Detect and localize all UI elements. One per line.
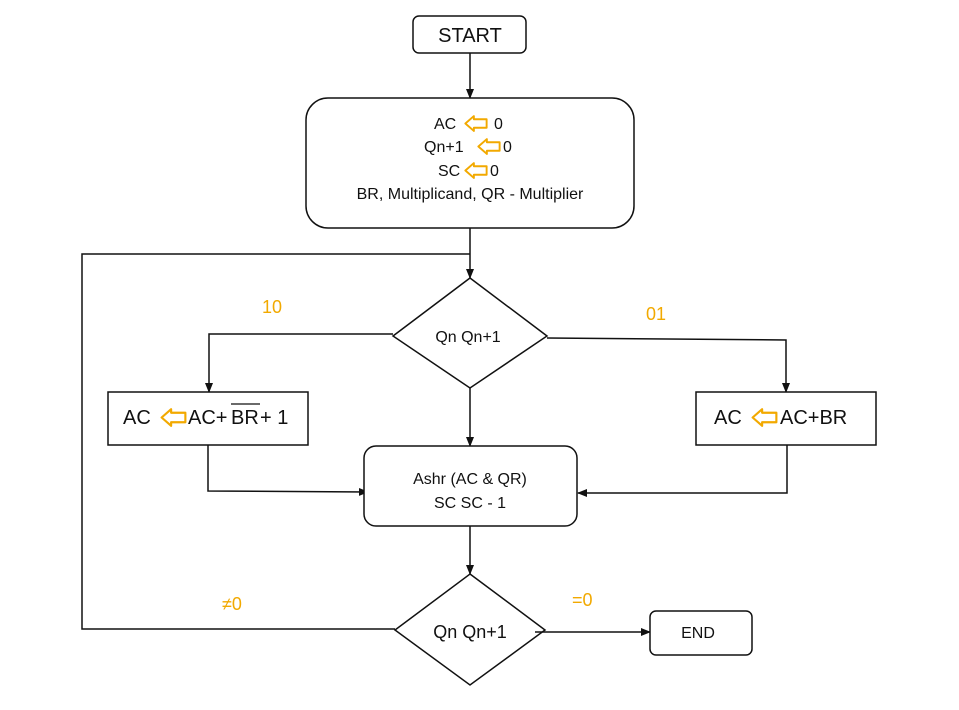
- edge-loop-back: [81, 253, 470, 630]
- end-label: END: [681, 625, 715, 642]
- shift-line1: Ashr (AC & QR): [413, 471, 527, 488]
- init-ac-value: 0: [494, 116, 503, 133]
- sub-rhs-b: + 1: [260, 407, 288, 429]
- init-node: AC 0 Qn+1 0 SC 0 BR, Multiplicand, QR - …: [305, 97, 635, 229]
- decision2-label: Qn Qn+1: [433, 622, 507, 642]
- branch-label-not-zero: ≠0: [222, 594, 242, 614]
- decision2-node: Qn Qn+1: [393, 573, 547, 686]
- decision1-node: Qn Qn+1: [391, 277, 549, 389]
- end-node: END: [649, 610, 753, 656]
- add-node: AC AC+BR: [695, 391, 877, 446]
- add-lhs: AC: [714, 407, 742, 429]
- init-qn1-value: 0: [503, 139, 512, 156]
- edge-decision1-sub: [205, 333, 393, 393]
- sub-lhs: AC: [123, 407, 151, 429]
- branch-label-eq-zero: =0: [572, 590, 593, 610]
- start-label: START: [438, 25, 502, 47]
- sub-rhs-a: AC+: [188, 407, 227, 429]
- branch-label-10: 10: [262, 297, 282, 317]
- edge-add-shift: [577, 445, 788, 497]
- decision1-label: Qn Qn+1: [435, 329, 500, 346]
- sub-node: AC AC+ BR + 1: [107, 391, 309, 446]
- branch-label-01: 01: [646, 304, 666, 324]
- shift-line2: SC SC - 1: [434, 495, 506, 512]
- edge-sub-shift: [207, 445, 369, 496]
- init-sc-value: 0: [490, 163, 499, 180]
- edge-decision1-add: [546, 337, 790, 393]
- start-node: START: [412, 15, 527, 54]
- sub-rhs-bar: BR: [231, 407, 259, 429]
- init-qn1-label: Qn+1: [424, 139, 464, 156]
- init-sc-label: SC: [438, 163, 460, 180]
- init-registers-label: BR, Multiplicand, QR - Multiplier: [357, 186, 584, 203]
- init-ac-label: AC: [434, 116, 456, 133]
- add-rhs: AC+BR: [780, 407, 847, 429]
- shift-node: Ashr (AC & QR) SC SC - 1: [363, 445, 578, 527]
